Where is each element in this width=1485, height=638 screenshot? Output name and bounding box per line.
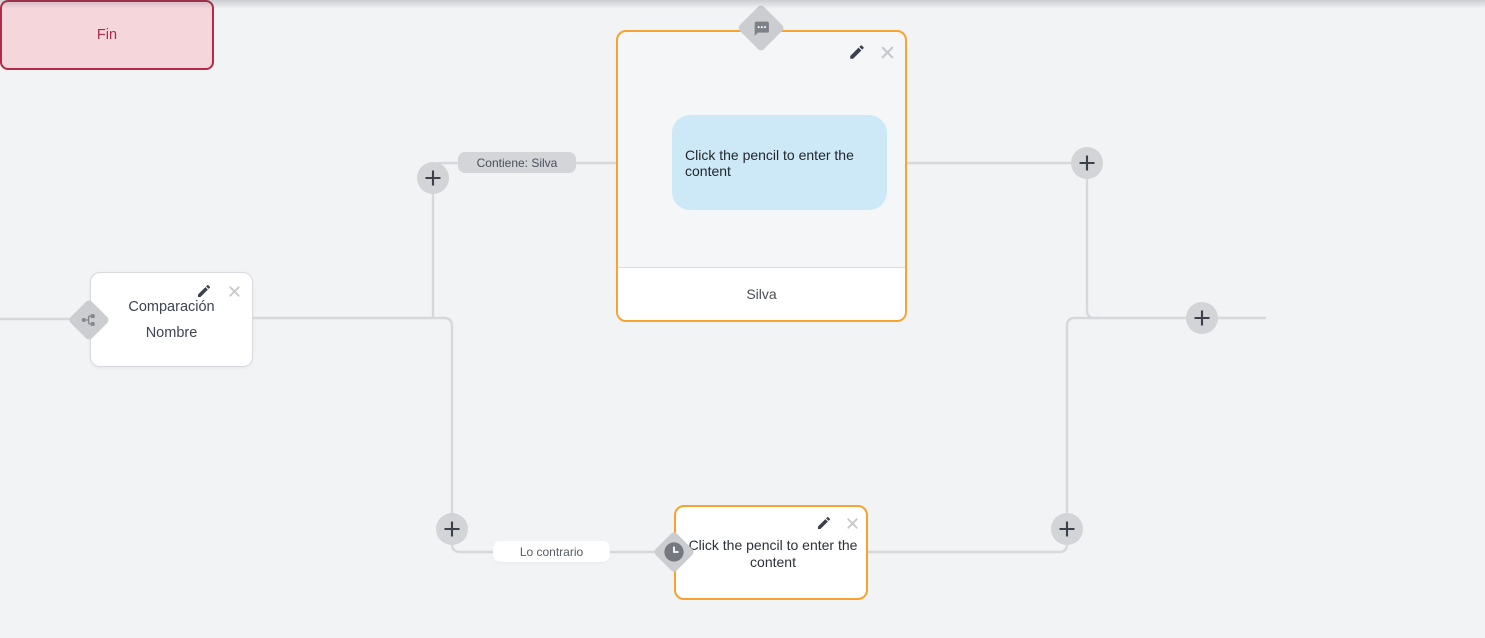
message-preview-bubble: Click the pencil to enter the content: [672, 115, 887, 210]
edge-label-match: Contiene: Silva: [458, 152, 576, 173]
pencil-icon: [198, 284, 211, 297]
condition-node-title: Comparación: [128, 299, 215, 315]
edge-label-else: Lo contrario: [493, 541, 610, 562]
edit-message-button[interactable]: [847, 42, 867, 62]
add-node-button-after-wait[interactable]: [1051, 513, 1083, 545]
message-node-footer: Silva: [618, 267, 905, 320]
delete-wait-button[interactable]: [842, 513, 862, 533]
clock-icon: [663, 541, 685, 563]
edge-path-message-to-end: [906, 161, 1266, 320]
add-node-button-match-branch[interactable]: [417, 162, 449, 194]
condition-node-variable: Nombre: [145, 325, 198, 341]
add-node-button-else-branch[interactable]: [436, 513, 468, 545]
add-node-button-before-end[interactable]: [1186, 302, 1218, 334]
wait-placeholder-text: Click the pencil to enter the content: [688, 537, 858, 570]
pencil-icon: [818, 516, 831, 529]
condition-node[interactable]: Comparación Nombre: [90, 272, 253, 367]
plus-icon: [444, 521, 460, 537]
message-placeholder-text: Click the pencil to enter the content: [685, 146, 854, 179]
plus-icon: [1079, 155, 1095, 171]
message-node-name: Silva: [746, 286, 777, 302]
branch-icon: [81, 312, 97, 328]
edge-label-else-text: Lo contrario: [519, 544, 584, 559]
end-node-label: Fin: [96, 27, 118, 43]
add-node-button-after-message[interactable]: [1071, 147, 1103, 179]
message-node[interactable]: Click the pencil to enter the content Si…: [616, 30, 907, 322]
edge-path-condition-to-match: [431, 161, 618, 318]
condition-node-badge: [67, 298, 111, 342]
delete-message-button[interactable]: [877, 42, 897, 62]
edit-wait-button[interactable]: [814, 513, 834, 533]
edit-condition-button[interactable]: [194, 281, 214, 301]
pencil-icon: [850, 45, 864, 59]
plus-icon: [425, 170, 441, 186]
plus-icon: [1194, 310, 1210, 326]
message-node-badge: [736, 3, 786, 53]
edge-path-condition-to-else: [253, 316, 656, 554]
plus-icon: [1059, 521, 1075, 537]
close-icon: [228, 285, 240, 297]
wait-node-badge: [652, 530, 696, 574]
end-node[interactable]: Fin: [0, 0, 214, 70]
close-icon: [881, 46, 893, 58]
close-icon: [846, 517, 858, 529]
chat-icon: [752, 19, 771, 38]
delete-condition-button[interactable]: [224, 281, 244, 301]
edge-label-match-text: Contiene: Silva: [476, 155, 558, 170]
edge-path-wait-to-end: [867, 316, 1100, 554]
wait-node[interactable]: Click the pencil to enter the content: [674, 505, 868, 600]
